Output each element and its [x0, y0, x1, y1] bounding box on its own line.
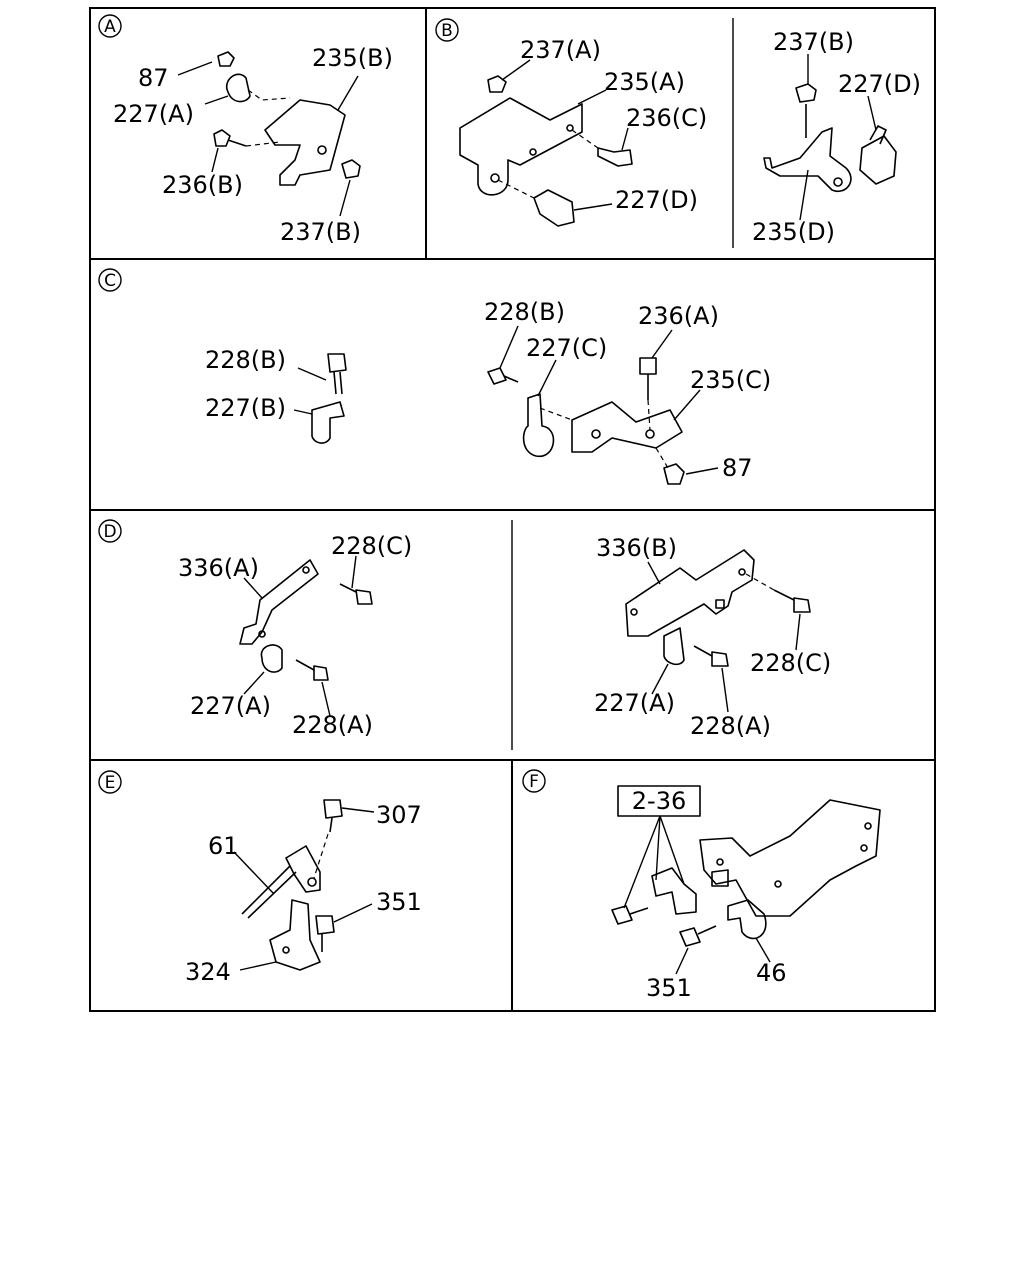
callout-227d-b2: 227(D): [838, 70, 921, 98]
section-marker-d: D: [98, 519, 122, 543]
callout-227a-a: 227(A): [113, 100, 194, 128]
callout-336b-d: 336(B): [596, 534, 677, 562]
callout-237b-a: 237(B): [280, 218, 361, 246]
callout-351-f: 351: [646, 974, 692, 1002]
section-marker-e: E: [98, 770, 122, 794]
callout-87-c: 87: [722, 454, 753, 482]
section-marker-c: C: [98, 268, 122, 292]
svg-text:E: E: [105, 773, 116, 793]
callout-324-e: 324: [185, 958, 231, 986]
callout-235a-b: 235(A): [604, 68, 685, 96]
callout-87-a: 87: [138, 64, 169, 92]
svg-text:F: F: [529, 772, 539, 792]
callout-227c-c: 227(C): [526, 334, 607, 362]
callout-46-f: 46: [756, 959, 787, 987]
callout-237b-b: 237(B): [773, 28, 854, 56]
callout-61-e: 61: [208, 832, 239, 860]
svg-text:D: D: [103, 522, 116, 542]
callout-227b-c: 227(B): [205, 394, 286, 422]
section-d-right-drawing: [625, 549, 811, 713]
diagram-frame: [89, 7, 936, 1012]
section-c-drawing: [293, 325, 719, 485]
section-b-left-drawing: [459, 59, 633, 227]
callout-228a-d-left: 228(A): [292, 711, 373, 739]
callout-236b-a: 236(B): [162, 171, 243, 199]
callout-227a-d-left: 227(A): [190, 692, 271, 720]
svg-text:B: B: [441, 21, 453, 41]
callout-307-e: 307: [376, 801, 422, 829]
section-b-right-drawing: [763, 54, 897, 221]
callout-236a-c: 236(A): [638, 302, 719, 330]
callout-227a-d-right: 227(A): [594, 689, 675, 717]
callout-228c-d-right: 228(C): [750, 649, 831, 677]
section-e-drawing: [233, 799, 375, 971]
callout-2-36-f: 2-36: [632, 787, 686, 815]
callout-228c-d-left: 228(C): [331, 532, 412, 560]
svg-text:C: C: [104, 271, 116, 291]
callout-228a-d-right: 228(A): [690, 712, 771, 740]
callout-351-e: 351: [376, 888, 422, 916]
callout-228b-c-right: 228(B): [484, 298, 565, 326]
callout-228b-c-left: 228(B): [205, 346, 286, 374]
section-marker-b: B: [435, 18, 459, 42]
callout-236c-b: 236(C): [626, 104, 707, 132]
callout-227d-b: 227(D): [615, 186, 698, 214]
callout-235b-a: 235(B): [312, 44, 393, 72]
section-marker-f: F: [522, 769, 546, 793]
section-d-left-drawing: [239, 555, 373, 717]
callout-237a-b: 237(A): [520, 36, 601, 64]
callout-336a-d: 336(A): [178, 554, 259, 582]
callout-235d-b: 235(D): [752, 218, 835, 246]
section-f-drawing: [611, 785, 881, 975]
svg-text:A: A: [104, 17, 116, 37]
section-a-drawing: [177, 51, 361, 217]
callout-235c-c: 235(C): [690, 366, 771, 394]
section-marker-a: A: [98, 14, 122, 38]
